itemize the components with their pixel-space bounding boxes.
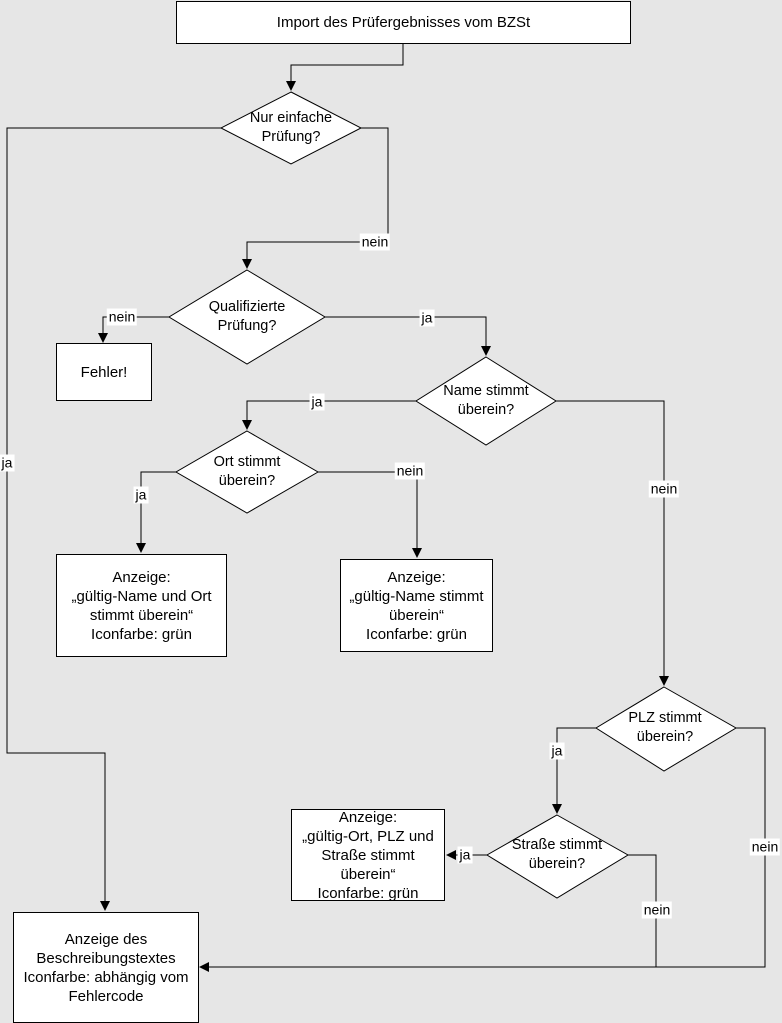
text-line: Nur einfache [249,110,333,126]
edge-name-nein [556,400,669,686]
decision-name-shape [415,356,557,446]
edge-label-einfach-nein: nein [359,233,391,251]
edge-name-ja [242,400,416,430]
text-line: Iconfarbe: grün [91,625,192,643]
edge-label-qualifiziert-ja: ja [419,309,435,327]
edge-label-strasse-nein: nein [641,901,673,919]
edge-qualifiziert-ja [325,316,491,356]
decision-plz-shape [595,686,737,772]
text-line: Anzeige: [387,568,446,586]
text-line: Straße stimmt [511,837,603,853]
edge-ort-ja [136,471,176,553]
decision-plz: PLZ stimmt überein? [628,709,701,747]
edge-einfach-ja [6,127,221,911]
edge-ort-nein [318,471,422,558]
node-import: Import des Prüfergebnisses vom BZSt [176,1,631,44]
decision-einfach-shape [219,91,363,165]
edge-label-name-ja: ja [309,393,325,411]
text-line: Name stimmt [443,383,529,399]
text-line: Iconfarbe: grün [366,625,467,643]
text-line: überein“ [340,865,396,883]
edge-label-qualifiziert-nein: nein [106,308,138,326]
text-line: Ort stimmt [213,454,281,470]
text-line: überein? [457,402,515,418]
decision-ort-shape [175,430,319,514]
text-line: überein? [218,473,276,489]
node-fehler: Fehler! [56,343,152,401]
text-line: Fehler! [80,363,128,381]
edge-label-plz-nein: nein [749,838,781,856]
edge-qualifiziert-nein [98,316,169,343]
decision-name: Name stimmt überein? [443,382,528,420]
text-line: überein? [528,856,586,872]
decision-strasse: Straße stimmt überein? [512,836,602,874]
edge-label-strasse-ja: ja [457,846,473,864]
decision-strasse-shape [486,814,629,899]
edge-plz-nein [199,727,766,972]
text-line: überein“ [388,606,445,624]
edge-plz-ja [552,727,596,814]
text-line: Anzeige des [64,930,148,948]
text-line: Prüfung? [217,318,277,334]
text-line: Anzeige: [338,808,398,826]
text-line: Prüfung? [261,129,321,145]
text-line: Fehlercode [68,987,144,1005]
text-line: Iconfarbe: abhängig vom [23,968,189,986]
text-line: „gültig-Ort, PLZ und [302,827,434,845]
edge-strasse-nein [628,854,657,967]
text-line: Import des Prüfergebnisses vom BZSt [276,14,531,31]
text-line: PLZ stimmt [628,710,702,726]
text-line: überein? [636,729,694,745]
text-line: „gültig-Name und Ort [71,587,212,605]
edge-label-name-nein: nein [648,480,680,498]
text-line: Anzeige: [112,568,171,586]
text-line: stimmt überein“ [89,606,194,624]
edge-import-einfach [286,44,404,91]
decision-ort: Ort stimmt überein? [214,453,281,491]
edge-label-ort-ja: ja [133,486,149,504]
text-line: Qualifizierte [208,299,286,315]
text-line: Beschreibungstextes [36,949,176,967]
edge-label-plz-ja: ja [549,742,565,760]
text-line: Iconfarbe: grün [317,884,419,902]
edge-label-ort-nein: nein [394,462,426,480]
decision-qualifiziert-shape [168,269,326,365]
text-line: Straße stimmt [321,846,415,864]
edge-label-einfach-ja: ja [0,454,15,472]
text-line: „gültig-Name stimmt [349,587,484,605]
